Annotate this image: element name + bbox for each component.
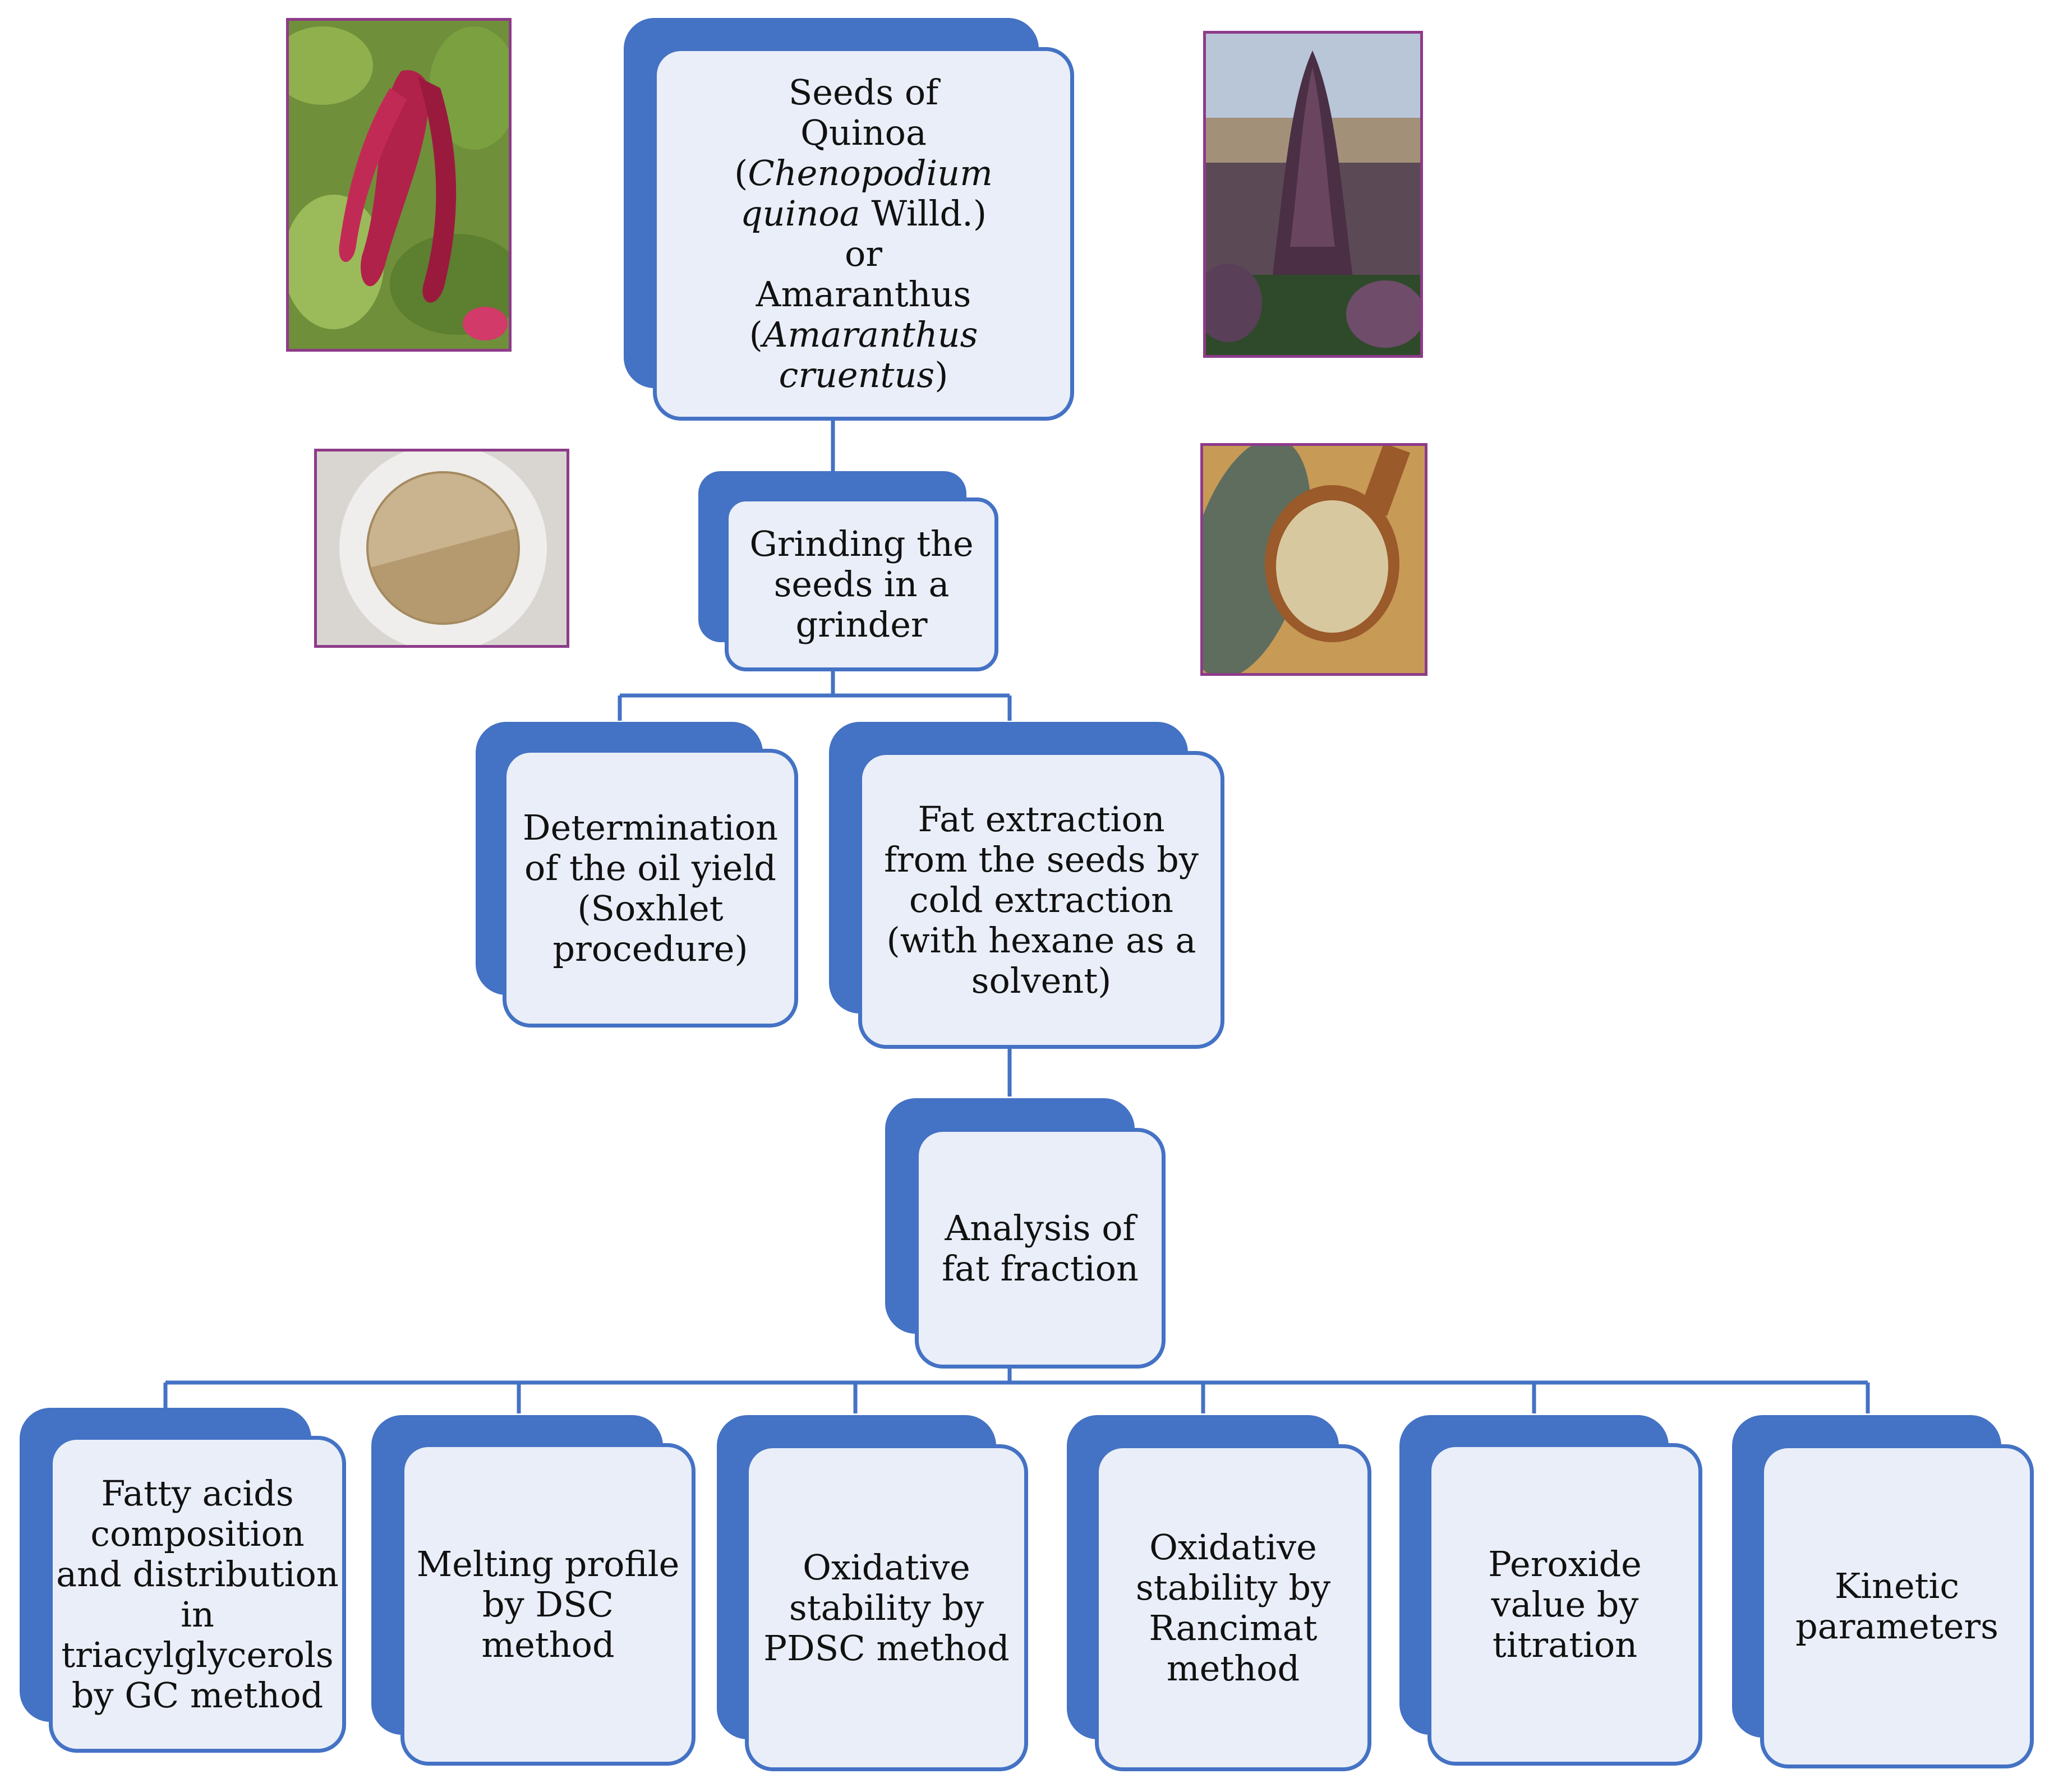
- seeds-box-label: Seeds of Quinoa (Chenopodium quinoa Will…: [734, 72, 993, 395]
- method-label: Fatty acids composition and distribution…: [56, 1472, 339, 1716]
- analysis-box: Analysis of fat fraction: [885, 1098, 1166, 1369]
- method-box-melting-profile: Melting profile by DSC method: [371, 1415, 696, 1766]
- method-box-pdsc: Oxidative stability by PDSC method: [717, 1415, 1028, 1771]
- method-label: Oxidative stability by PDSC method: [763, 1546, 1010, 1669]
- oil-yield-box: Determination of the oil yield (Soxhlet …: [476, 722, 798, 1028]
- method-box-peroxide: Peroxide value by titration: [1399, 1415, 1702, 1766]
- ground-seeds-photo: [314, 449, 569, 648]
- grinding-box-label: Grinding the seeds in a grinder: [749, 523, 974, 645]
- method-label: Kinetic parameters: [1795, 1565, 1998, 1647]
- analysis-box-label: Analysis of fat fraction: [942, 1207, 1139, 1289]
- quinoa-plant-photo: [1203, 31, 1423, 358]
- oil-yield-box-label: Determination of the oil yield (Soxhlet …: [522, 807, 779, 969]
- seeds-box: Seeds of Quinoa (Chenopodium quinoa Will…: [624, 18, 1074, 421]
- method-box-fatty-acids: Fatty acids composition and distribution…: [20, 1408, 346, 1753]
- fat-extraction-box-label: Fat extraction from the seeds by cold ex…: [884, 798, 1199, 1001]
- method-label: Melting profile by DSC method: [416, 1543, 680, 1665]
- method-box-rancimat: Oxidative stability by Rancimat method: [1067, 1415, 1371, 1771]
- quinoa-spoon-photo: [1200, 443, 1427, 676]
- method-box-kinetic: Kinetic parameters: [1732, 1415, 2034, 1768]
- amaranth-plant-photo: [286, 18, 512, 352]
- method-label: Peroxide value by titration: [1488, 1543, 1642, 1665]
- grinding-box: Grinding the seeds in a grinder: [698, 471, 998, 671]
- fat-extraction-box: Fat extraction from the seeds by cold ex…: [829, 722, 1224, 1049]
- method-label: Oxidative stability by Rancimat method: [1135, 1526, 1331, 1689]
